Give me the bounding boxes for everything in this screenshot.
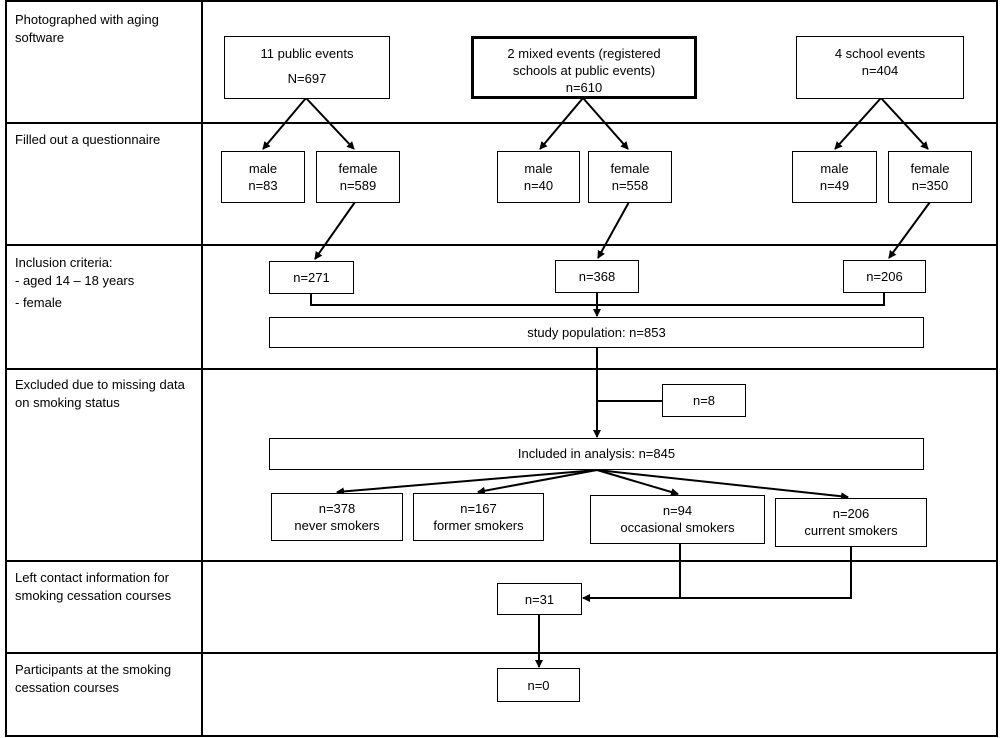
smoker-box-former: n=167 former smokers [413,493,544,541]
arrow [262,97,307,150]
smoker-count: n=167 [460,501,497,516]
event-box-mixed: 2 mixed events (registered schools at pu… [471,36,697,99]
event-title: 11 public events [260,46,354,61]
smoker-count: n=206 [832,506,870,521]
gender-label: male [248,161,278,176]
gender-count: n=558 [611,178,649,193]
gender-box-female-public: female n=589 [316,151,400,203]
event-box-school: 4 school events n=404 [796,36,964,99]
inclusion-criteria-line: Inclusion criteria: [15,255,113,270]
connector [680,546,852,599]
included-box-mixed: n=368 [555,260,639,293]
arrow [597,201,630,259]
arrow [336,469,598,496]
inclusion-criteria-line: - female [15,295,62,310]
gender-label: female [610,161,650,176]
smoker-label: occasional smokers [620,520,735,535]
gender-count: n=589 [339,178,377,193]
gender-box-male-public: male n=83 [221,151,305,203]
connector [582,543,681,602]
event-count: n=610 [565,80,603,95]
inclusion-criteria-line: - aged 14 – 18 years [15,273,135,288]
smoker-box-never: n=378 never smokers [271,493,403,541]
analysis-box: Included in analysis: n=845 [269,438,924,470]
row-label-contact-info: Left contact information for smoking ces… [15,570,172,603]
event-count: n=404 [861,63,899,78]
smoker-label: former smokers [433,518,524,533]
arrow [582,97,629,150]
gender-box-female-school: female n=350 [888,151,972,203]
smoker-count: n=378 [318,501,356,516]
excluded-box: n=8 [662,384,746,417]
row-label-excluded: Excluded due to missing data on smoking … [15,377,185,410]
gender-label: male [820,161,849,176]
event-box-public: 11 public events N=697 [224,36,390,99]
arrow [539,97,584,150]
gender-box-male-mixed: male n=40 [497,151,580,203]
gender-box-male-school: male n=49 [792,151,877,203]
gender-count: n=49 [819,178,850,193]
smoker-label: never smokers [294,518,380,533]
row-label-inclusion-criteria: Inclusion criteria: - aged 14 – 18 years… [15,254,195,312]
gender-count: n=40 [523,178,554,193]
smoker-label: current smokers [804,523,898,538]
arrow [477,469,598,495]
contact-box: n=31 [497,583,582,615]
participants-box: n=0 [497,668,580,702]
smoker-count: n=94 [662,503,693,518]
arrow [880,97,929,150]
arrow [596,469,849,501]
gender-label: female [338,161,378,176]
arrow [888,201,931,259]
included-box-public: n=271 [269,261,354,294]
event-title: 4 school events [834,46,926,61]
gender-count: n=83 [248,178,278,193]
study-population-box: study population: n=853 [269,317,924,348]
arrow [314,201,356,260]
arrow [596,469,679,496]
gender-label: female [910,161,950,176]
gender-count: n=350 [911,178,949,193]
row-label-questionnaire: Filled out a questionnaire [15,132,161,147]
event-count: N=697 [287,71,327,86]
row-label-participants: Participants at the smoking cessation co… [15,662,172,695]
arrow [305,97,355,150]
included-box-school: n=206 [843,260,926,293]
smoker-box-occasional: n=94 occasional smokers [590,495,765,544]
smoker-box-current: n=206 current smokers [775,498,927,547]
gender-box-female-mixed: female n=558 [588,151,672,203]
row-label-photographed: Photographed with aging software [15,12,159,45]
event-title: 2 mixed events (registered schools at pu… [507,46,661,78]
gender-label: male [524,161,553,176]
arrow [834,97,882,150]
